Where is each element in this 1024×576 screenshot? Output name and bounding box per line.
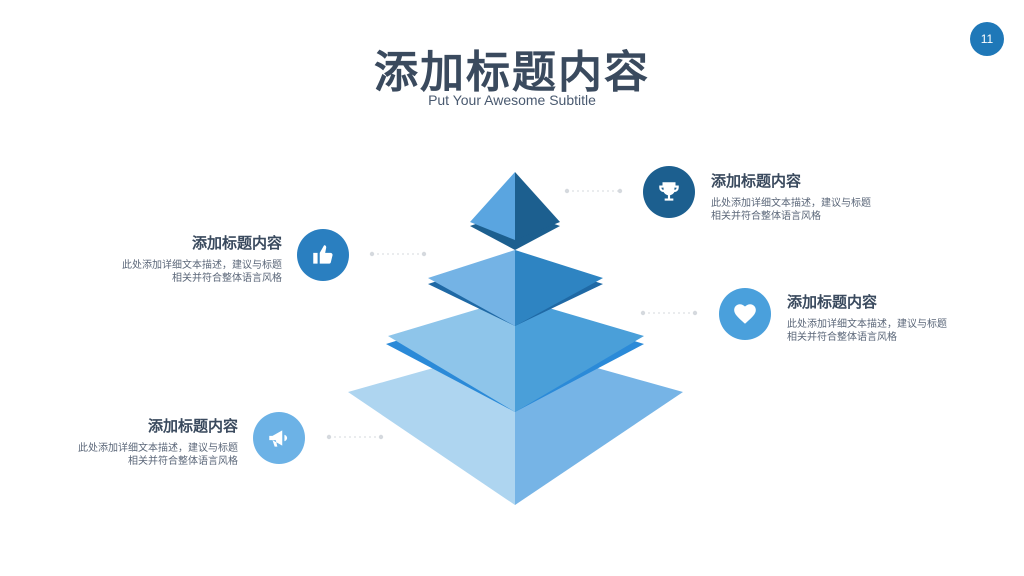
item-block-heart: 添加标题内容 此处添加详细文本描述，建议与标题相关并符合整体语言风格	[787, 291, 987, 344]
trophy-icon	[643, 166, 695, 218]
page-title: 添加标题内容	[374, 47, 650, 98]
item-title: 添加标题内容	[787, 293, 878, 311]
item-description: 此处添加详细文本描述，建议与标题相关并符合整体语言风格	[78, 443, 238, 467]
page-subtitle: Put Your Awesome Subtitle	[428, 92, 596, 108]
item-title: 添加标题内容	[191, 234, 282, 252]
item-block-megaphone: 添加标题内容 此处添加详细文本描述，建议与标题相关并符合整体语言风格	[38, 415, 238, 468]
pyramid-tier-2-right	[515, 250, 603, 326]
pyramid-tier-3-right	[515, 298, 644, 412]
page-number-badge: 11	[970, 22, 1004, 56]
pyramid-tier-1-left	[470, 172, 515, 240]
pyramid-tier-2-left	[428, 250, 515, 326]
pyramid-tier-3-left	[388, 298, 515, 412]
item-block-thumbs-up: 添加标题内容 此处添加详细文本描述，建议与标题相关并符合整体语言风格	[82, 232, 282, 285]
megaphone-icon	[253, 412, 305, 464]
item-title: 添加标题内容	[147, 417, 238, 435]
heart-icon	[719, 288, 771, 340]
item-description: 此处添加详细文本描述，建议与标题相关并符合整体语言风格	[711, 198, 871, 222]
pyramid-tier-1-right	[515, 172, 560, 240]
thumbs-up-icon	[297, 229, 349, 281]
item-description: 此处添加详细文本描述，建议与标题相关并符合整体语言风格	[787, 319, 947, 343]
item-block-trophy: 添加标题内容 此处添加详细文本描述，建议与标题相关并符合整体语言风格	[711, 170, 911, 223]
item-description: 此处添加详细文本描述，建议与标题相关并符合整体语言风格	[122, 260, 282, 284]
item-title: 添加标题内容	[711, 172, 802, 190]
